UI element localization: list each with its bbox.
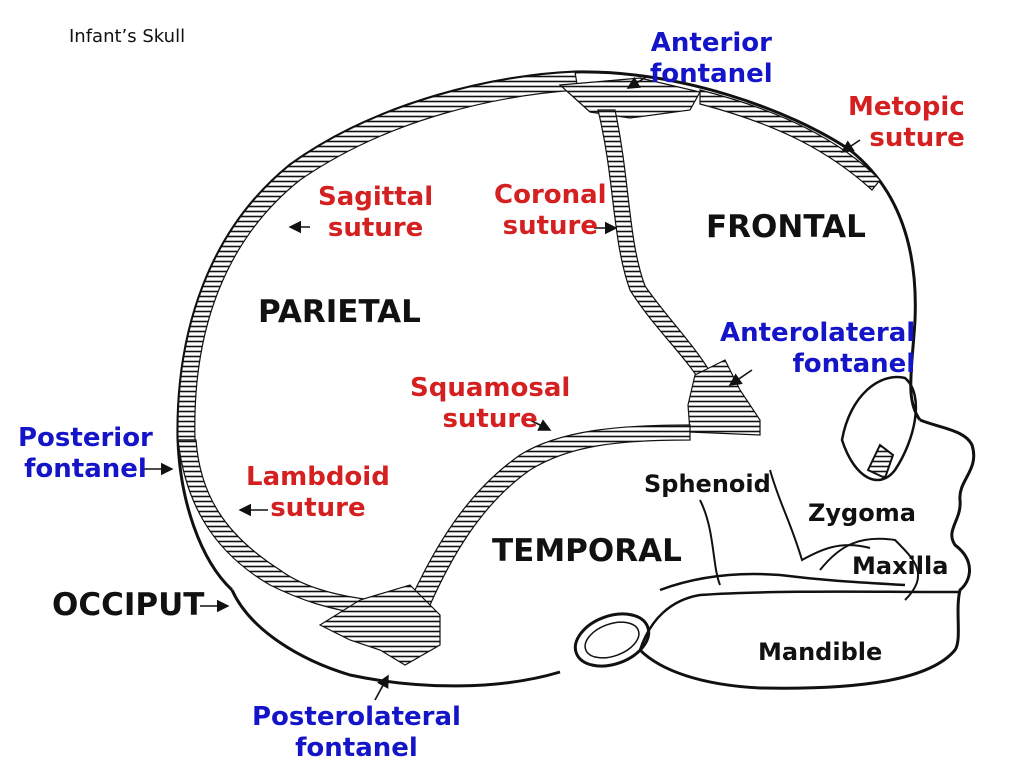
label-temporal-bone: TEMPORAL [492, 533, 682, 569]
label-posterolateral-fontanel: Posterolateral fontanel [252, 702, 461, 763]
squamosal-suture-band [409, 424, 691, 606]
label-parietal-bone: PARIETAL [258, 294, 421, 330]
coronal-suture-band [597, 109, 719, 391]
label-mandible-bone: Mandible [758, 638, 883, 666]
sphenoid-border [699, 499, 721, 586]
ear-opening [573, 612, 651, 668]
posterolateral-fontanel [318, 584, 441, 666]
zygomatic-arch [659, 572, 906, 592]
arrow-metopic-suture [840, 139, 861, 153]
label-anterolateral-fontanel: Anterolateral fontanel [720, 318, 916, 379]
occiput-base [230, 589, 561, 688]
nasal-bone [866, 443, 895, 480]
label-metopic-suture: Metopic suture [848, 92, 965, 153]
anterolateral-fontanel [687, 359, 761, 436]
label-anterior-fontanel: Anterior fontanel [650, 28, 773, 89]
label-occiput-bone: OCCIPUT [52, 587, 205, 623]
mandible-line [638, 590, 961, 651]
orbit [840, 375, 918, 482]
label-frontal-bone: FRONTAL [706, 209, 866, 245]
label-squamosal-suture: Squamosal suture [410, 373, 571, 434]
label-coronal-suture: Coronal suture [494, 180, 607, 241]
arrow-anterolateral-fontanel [728, 369, 753, 386]
label-lambdoid-suture: Lambdoid suture [246, 462, 390, 523]
metopic-suture-band [699, 89, 881, 191]
zygoma-border [769, 469, 871, 562]
arrow-anterior-fontanel [626, 75, 649, 89]
label-posterior-fontanel: Posterior fontanel [18, 423, 153, 484]
ear-opening-inner [584, 621, 640, 659]
arrow-posterolateral-fontanel [374, 674, 389, 701]
face-outline [638, 418, 976, 690]
arrow-squamosal-suture [529, 419, 552, 431]
label-sagittal-suture: Sagittal suture [318, 182, 434, 243]
label-maxilla-bone: Maxilla [852, 552, 949, 580]
label-zygoma-bone: Zygoma [808, 499, 916, 527]
maxilla-border [819, 537, 920, 601]
label-sphenoid-bone: Sphenoid [644, 470, 771, 498]
diagram-title: Infant’s Skull [69, 26, 186, 47]
